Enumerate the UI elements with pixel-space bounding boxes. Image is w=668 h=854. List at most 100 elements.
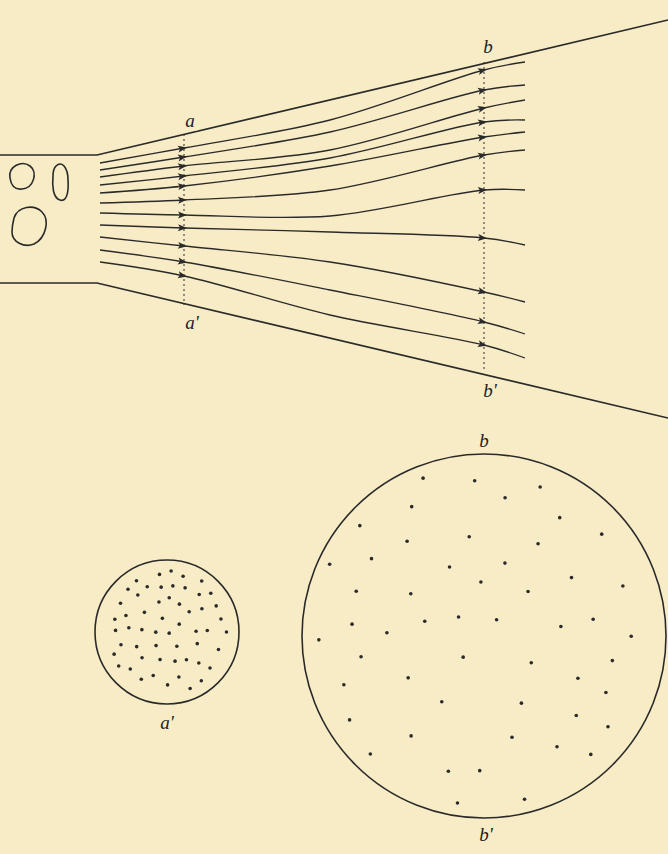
section-circle (95, 560, 239, 704)
particle-dot (348, 718, 352, 722)
particle-dot (195, 642, 199, 646)
streamline (100, 262, 525, 358)
particle-dot (440, 700, 444, 704)
particle-dot (200, 579, 204, 583)
arrowhead (178, 162, 188, 170)
particle-dot (328, 562, 332, 566)
particle-dot (600, 532, 604, 536)
particle-dot (185, 658, 189, 662)
arrowhead (178, 172, 188, 180)
arrowhead (478, 133, 488, 141)
particle-dot (200, 607, 204, 611)
streamline (100, 100, 525, 177)
particle-dot (611, 659, 615, 663)
particle-dot (369, 752, 373, 756)
particle-dot (479, 580, 483, 584)
particle-dot (151, 674, 155, 678)
streamline (100, 225, 525, 245)
section-label: a (183, 110, 197, 131)
section-label: b' (481, 380, 499, 401)
particle-dot (181, 574, 185, 578)
particle-dot (140, 628, 144, 632)
arrowhead (178, 258, 188, 266)
particle-dot (370, 557, 374, 561)
particle-dot (136, 593, 140, 597)
particle-dot (169, 569, 173, 573)
particle-dot (135, 645, 139, 649)
particle-dot (166, 683, 170, 687)
obstacle (12, 207, 46, 245)
tube-wall (0, 20, 668, 155)
particle-dot (570, 576, 574, 580)
arrowhead (177, 144, 187, 153)
arrowhead (477, 104, 487, 113)
particle-dot (197, 593, 201, 597)
particle-dot (526, 590, 530, 594)
arrowhead (178, 211, 187, 218)
particle-dot (421, 476, 425, 480)
particle-dot (473, 479, 477, 483)
particle-dot (405, 539, 409, 543)
particle-dot (126, 587, 130, 591)
particle-dot (423, 619, 427, 623)
arrowhead (178, 242, 188, 250)
arrowhead (178, 224, 187, 231)
particle-dot (219, 617, 223, 621)
particle-dot (117, 664, 121, 668)
particle-dot (159, 585, 163, 589)
arrowhead (178, 153, 188, 161)
arrowhead (477, 317, 487, 326)
particle-dot (113, 617, 117, 621)
particle-dot (385, 631, 389, 635)
tube-wall (0, 283, 668, 418)
particle-dot (350, 622, 354, 626)
particle-dot (457, 615, 461, 619)
particle-dot (359, 655, 363, 659)
particle-dot (503, 561, 507, 565)
particle-dot (177, 622, 181, 626)
particle-dot (317, 638, 321, 642)
particle-dot (177, 675, 181, 679)
particle-dot (576, 676, 580, 680)
particle-dot (358, 524, 362, 528)
particle-dot (161, 617, 165, 621)
particle-dot (510, 735, 514, 739)
section-label: b (481, 36, 495, 57)
particle-dot (536, 542, 540, 546)
section-label: a' (183, 312, 201, 333)
section-label: b (477, 430, 491, 451)
particle-dot (135, 579, 139, 583)
particle-dot (188, 687, 192, 691)
particle-dot (208, 666, 212, 670)
particle-dot (461, 655, 465, 659)
particle-dot (606, 725, 610, 729)
streamline (100, 62, 525, 163)
particle-dot (112, 652, 116, 656)
section-label: b' (477, 824, 495, 845)
particle-dot (409, 592, 413, 596)
particle-dot (558, 516, 562, 520)
particle-dot (589, 753, 593, 757)
particle-dot (574, 714, 578, 718)
particle-dot (209, 591, 213, 595)
particle-dot (555, 745, 559, 749)
streamline (100, 250, 525, 334)
particle-dot (354, 589, 358, 593)
arrowhead (478, 118, 488, 126)
particle-dot (158, 658, 162, 662)
particle-dot (158, 573, 162, 577)
particle-dot (154, 630, 158, 634)
particle-dot (200, 679, 204, 683)
particle-dot (194, 630, 198, 634)
streamline (100, 189, 525, 217)
particle-dot (529, 661, 533, 665)
particle-dot (119, 601, 123, 605)
particle-dot (178, 602, 182, 606)
particle-dot (538, 485, 542, 489)
streamline (100, 85, 525, 170)
arrowhead (177, 271, 187, 280)
streamline (100, 132, 525, 193)
streamline (100, 237, 525, 302)
particle-dot (591, 617, 595, 621)
